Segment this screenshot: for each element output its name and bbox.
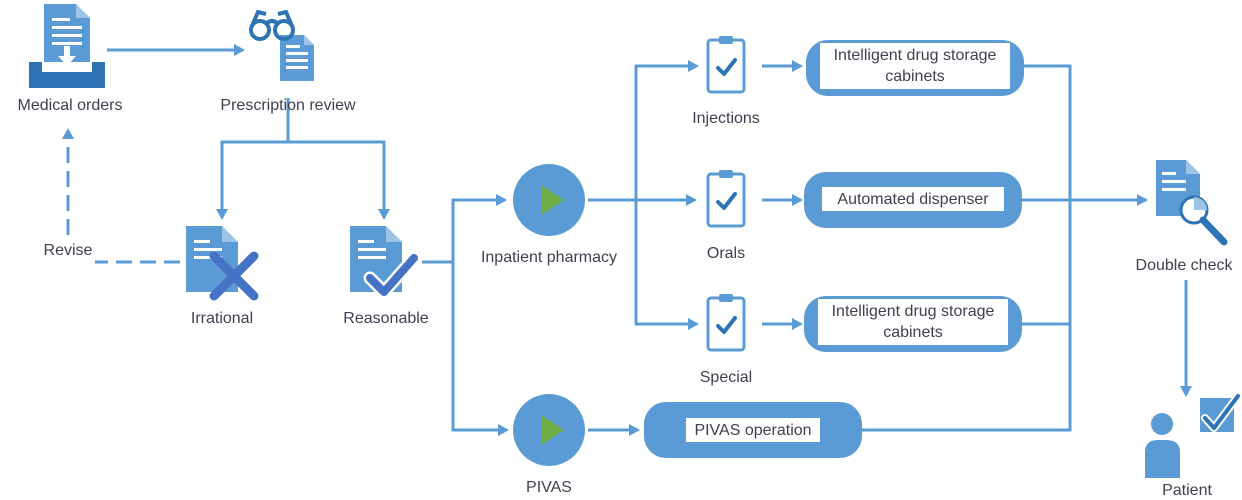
- play-circle-icon: [513, 394, 585, 466]
- pivas-operation-box: PIVAS operation: [644, 402, 862, 458]
- double-check-label: Double check: [1135, 257, 1233, 274]
- connectors: [62, 44, 1192, 436]
- revise-label: Revise: [43, 242, 93, 259]
- medical-orders-label: Medical orders: [17, 97, 123, 114]
- document-search-icon: [1156, 160, 1228, 246]
- glasses-document-icon: [249, 9, 314, 81]
- pivas-operation-label: PIVAS operation: [686, 418, 820, 442]
- injections-label: Injections: [692, 110, 760, 127]
- inpatient-pharmacy-label: Inpatient pharmacy: [480, 249, 618, 266]
- irrational-label: Irrational: [190, 310, 254, 327]
- automated-dispenser-box: Automated dispenser: [804, 172, 1022, 228]
- cabinets-2-label: Intelligent drug storage cabinets: [818, 299, 1008, 345]
- document-check-icon: [350, 226, 421, 299]
- clipboard-check-icon: [706, 292, 746, 352]
- pivas-label: PIVAS: [526, 479, 572, 496]
- patient-label: Patient: [1162, 482, 1212, 499]
- prescription-review-label: Prescription review: [220, 97, 356, 114]
- reasonable-label: Reasonable: [343, 310, 429, 327]
- clipboard-check-icon: [706, 34, 746, 94]
- special-label: Special: [699, 369, 753, 386]
- cabinets-1-label: Intelligent drug storage cabinets: [820, 43, 1010, 89]
- automated-dispenser-label: Automated dispenser: [822, 187, 1004, 211]
- person-check-icon: [1145, 392, 1242, 478]
- cabinets-2-box: Intelligent drug storage cabinets: [804, 296, 1022, 352]
- clipboard-check-icon: [706, 168, 746, 228]
- document-inbox-icon: [29, 4, 105, 88]
- orals-label: Orals: [706, 245, 746, 262]
- play-circle-icon: [513, 164, 585, 236]
- document-cross-icon: [186, 226, 259, 301]
- cabinets-1-box: Intelligent drug storage cabinets: [806, 40, 1024, 96]
